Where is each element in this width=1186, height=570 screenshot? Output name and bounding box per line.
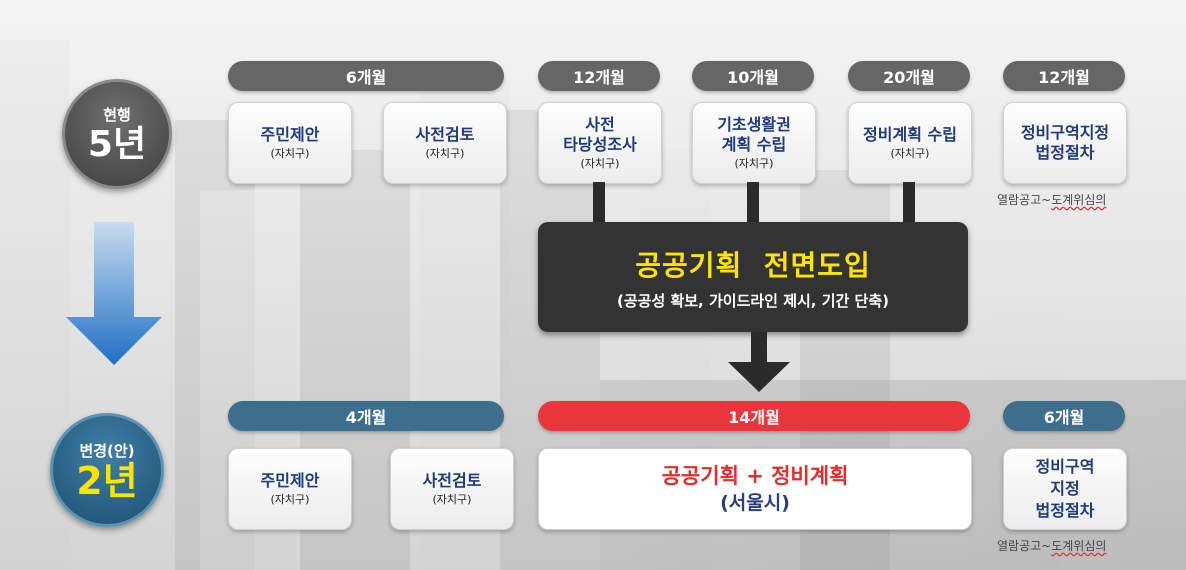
public-planning-box: 공공기획 전면도입 (공공성 확보, 가이드라인 제시, 기간 단축)	[538, 222, 968, 332]
bottom-step-public-planning: 공공기획 + 정비계획 (서울시)	[538, 448, 972, 530]
step-sub: (자치구)	[270, 147, 310, 160]
bottom-step-resident-proposal: 주민제안 (자치구)	[228, 448, 352, 530]
bottom-step-pre-review: 사전검토 (자치구)	[390, 448, 514, 530]
step-title: 정비구역지정 법정절차	[1020, 123, 1110, 162]
step-sub: (자치구)	[734, 157, 774, 170]
top-step-basic-plan: 기초생활권 계획 수립 (자치구)	[692, 102, 816, 184]
changed-years: 2년	[76, 458, 138, 503]
step-sub: (서울시)	[720, 492, 790, 514]
changed-label: 변경(안)	[79, 441, 135, 460]
top-step-zone-designation: 정비구역지정 법정절차	[1003, 102, 1127, 184]
top-duration-1: 6개월	[228, 61, 504, 91]
step-title: 사전검토	[422, 471, 482, 490]
bottom-duration-2: 14개월	[538, 401, 970, 431]
top-step-resident-proposal: 주민제안 (자치구)	[228, 102, 352, 184]
top-duration-3: 10개월	[692, 61, 814, 91]
center-title: 공공기획 전면도입	[635, 248, 871, 282]
connector-line	[747, 182, 759, 224]
step-sub: (자치구)	[270, 493, 310, 506]
current-label: 현행	[103, 105, 131, 124]
step-title: 공공기획 + 정비계획	[661, 464, 849, 488]
step-title: 기초생활권 계획 수립	[717, 115, 791, 154]
bottom-note: 열람공고~도계위심의	[997, 537, 1106, 554]
bottom-step-zone-designation: 정비구역 지정 법정절차	[1003, 448, 1127, 530]
bottom-duration-3: 6개월	[1003, 401, 1125, 431]
step-title: 주민제안	[260, 471, 320, 490]
arrow-down-icon	[66, 222, 162, 365]
note-text: 열람공고~	[997, 539, 1052, 553]
top-step-maintenance-plan: 정비계획 수립 (자치구)	[848, 102, 972, 184]
bottom-duration-1: 4개월	[228, 401, 504, 431]
note-text: 열람공고~	[997, 193, 1052, 207]
note-wavy-text: 도계위심의	[1051, 193, 1107, 207]
top-duration-4: 20개월	[848, 61, 970, 91]
step-title: 주민제안	[260, 125, 320, 144]
step-sub: (자치구)	[890, 147, 930, 160]
top-step-pre-review: 사전검토 (자치구)	[383, 102, 507, 184]
step-title: 사전검토	[415, 125, 475, 144]
note-wavy-text: 도계위심의	[1051, 539, 1107, 553]
arrow-down-icon	[728, 332, 790, 392]
changed-duration-badge: 변경(안) 2년	[50, 413, 164, 527]
step-sub: (자치구)	[425, 147, 465, 160]
top-duration-5: 12개월	[1003, 61, 1125, 91]
step-sub: (자치구)	[432, 493, 472, 506]
step-title: 사전 타당성조사	[563, 115, 637, 154]
connector-line	[903, 182, 915, 224]
step-title: 정비계획 수립	[863, 125, 957, 144]
step-title: 정비구역 지정 법정절차	[1035, 457, 1095, 520]
connector-line	[593, 182, 605, 224]
step-sub: (자치구)	[580, 157, 620, 170]
current-duration-badge: 현행 5년	[62, 79, 172, 189]
current-years: 5년	[87, 123, 147, 165]
top-duration-2: 12개월	[538, 61, 660, 91]
top-note: 열람공고~도계위심의	[997, 191, 1106, 208]
top-step-feasibility: 사전 타당성조사 (자치구)	[538, 102, 662, 184]
center-subtitle: (공공성 확보, 가이드라인 제시, 기간 단축)	[616, 291, 890, 310]
